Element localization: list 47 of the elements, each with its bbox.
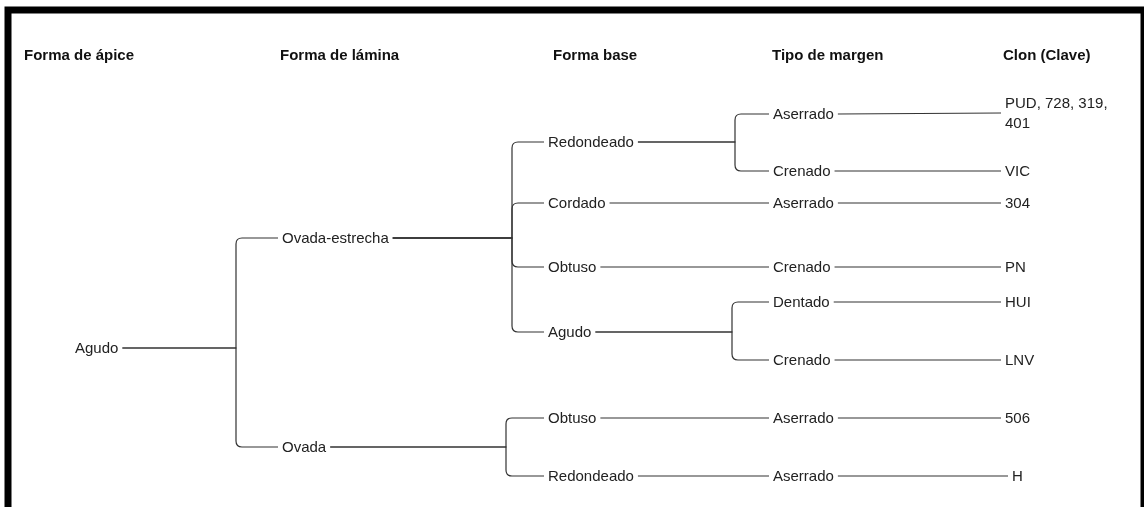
tree-node-label: Cordado (548, 193, 606, 213)
connector-line (837, 202, 1002, 204)
connector-line (637, 475, 770, 477)
connector-line (329, 446, 545, 477)
tree-node-label: Aserrado (773, 193, 834, 213)
connector-line (637, 141, 770, 172)
tree-node-label: Obtuso (548, 408, 597, 428)
connector-line (833, 266, 1002, 268)
column-header: Forma de lámina (280, 46, 400, 63)
connector-line (833, 170, 1002, 172)
tree-node-label: Agudo (548, 322, 592, 342)
tree-node-label: Crenado (773, 257, 831, 277)
tree-node-label: HUI (1005, 292, 1031, 312)
column-header: Clon (Clave) (1003, 46, 1091, 63)
connector-line (599, 417, 770, 419)
tree-node-label: 304 (1005, 193, 1031, 213)
connector-line (594, 331, 770, 361)
tree-node-label: LNV (1005, 350, 1035, 370)
tree-node-label: Obtuso (548, 257, 597, 277)
tree-node-label: Agudo (75, 338, 119, 358)
connector-line (121, 347, 279, 448)
connector-line (833, 301, 1002, 303)
column-header: Forma de ápice (24, 46, 135, 63)
tree-node-label: Ovada-estrecha (282, 228, 389, 248)
connector-line (837, 475, 1009, 477)
tree-node-label: 506 (1005, 408, 1031, 428)
connector-line (392, 237, 545, 333)
connector-line (837, 112, 1002, 115)
tree-node-label: Aserrado (773, 408, 834, 428)
tree-node-label: Crenado (773, 161, 831, 181)
tree-node-label: Redondeado (548, 132, 634, 152)
tree-node-label: Aserrado (773, 104, 834, 124)
tree-node-label: PN (1005, 257, 1026, 277)
tree-node-label: Dentado (773, 292, 830, 312)
tree-node-label: H (1012, 466, 1023, 486)
tree-node-label: Ovada (282, 437, 327, 457)
connector-line (608, 202, 770, 204)
column-header: Tipo de margen (772, 46, 884, 63)
tree-node-label: VIC (1005, 161, 1030, 181)
tree-node-label: Aserrado (773, 466, 834, 486)
tree-node-label: Crenado (773, 350, 831, 370)
connector-line (833, 359, 1002, 361)
tree-node-label: PUD, 728, 319, 401 (1005, 93, 1125, 133)
connector-line (837, 417, 1002, 419)
connector-line (599, 266, 770, 268)
tree-node-label: Redondeado (548, 466, 634, 486)
column-header: Forma base (553, 46, 638, 63)
